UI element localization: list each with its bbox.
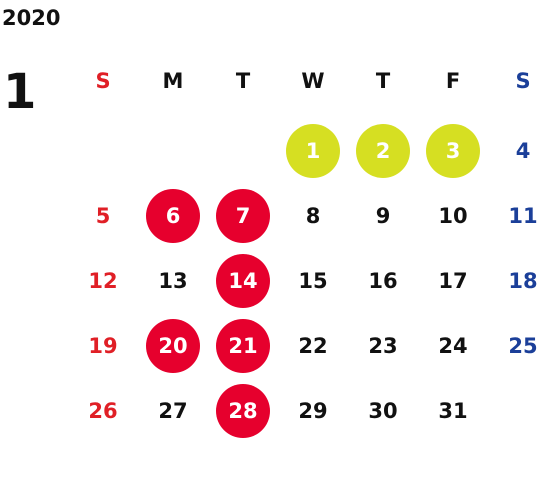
day-cell[interactable]: 16 [368,269,398,293]
day-cell[interactable]: 24 [438,334,468,358]
day-cell[interactable]: 19 [88,334,118,358]
day-cell[interactable]: 22 [298,334,328,358]
weekday-label: T [375,69,391,93]
day-cell[interactable]: 13 [158,269,188,293]
day-cell-highlight[interactable]: 3 [426,124,480,178]
weekday-label: F [445,69,461,93]
day-cell-holiday[interactable]: 28 [216,384,270,438]
day-cell[interactable]: 26 [88,399,118,423]
day-cell[interactable]: 5 [95,204,111,228]
day-cell-highlight[interactable]: 2 [356,124,410,178]
day-cell[interactable]: 25 [508,334,538,358]
day-cell[interactable]: 31 [438,399,468,423]
day-cell-holiday[interactable]: 20 [146,319,200,373]
weekday-label: M [162,69,184,93]
day-cell-holiday[interactable]: 7 [216,189,270,243]
calendar-year: 2020 [2,6,61,30]
day-cell[interactable]: 4 [515,139,531,163]
day-cell-highlight[interactable]: 1 [286,124,340,178]
weekday-label: T [235,69,251,93]
day-cell[interactable]: 12 [88,269,118,293]
weekday-label: S [95,69,111,93]
day-cell[interactable]: 17 [438,269,468,293]
day-cell[interactable]: 8 [305,204,321,228]
day-cell[interactable]: 29 [298,399,328,423]
calendar-month: 1 [3,64,37,120]
weekday-label: S [515,69,531,93]
day-cell[interactable]: 11 [508,204,538,228]
day-cell-holiday[interactable]: 21 [216,319,270,373]
day-cell[interactable]: 15 [298,269,328,293]
day-cell-holiday[interactable]: 6 [146,189,200,243]
day-cell[interactable]: 27 [158,399,188,423]
day-cell[interactable]: 30 [368,399,398,423]
day-cell[interactable]: 10 [438,204,468,228]
weekday-label: W [301,69,325,93]
day-cell[interactable]: 23 [368,334,398,358]
day-cell[interactable]: 9 [375,204,391,228]
day-cell[interactable]: 18 [508,269,538,293]
day-cell-holiday[interactable]: 14 [216,254,270,308]
